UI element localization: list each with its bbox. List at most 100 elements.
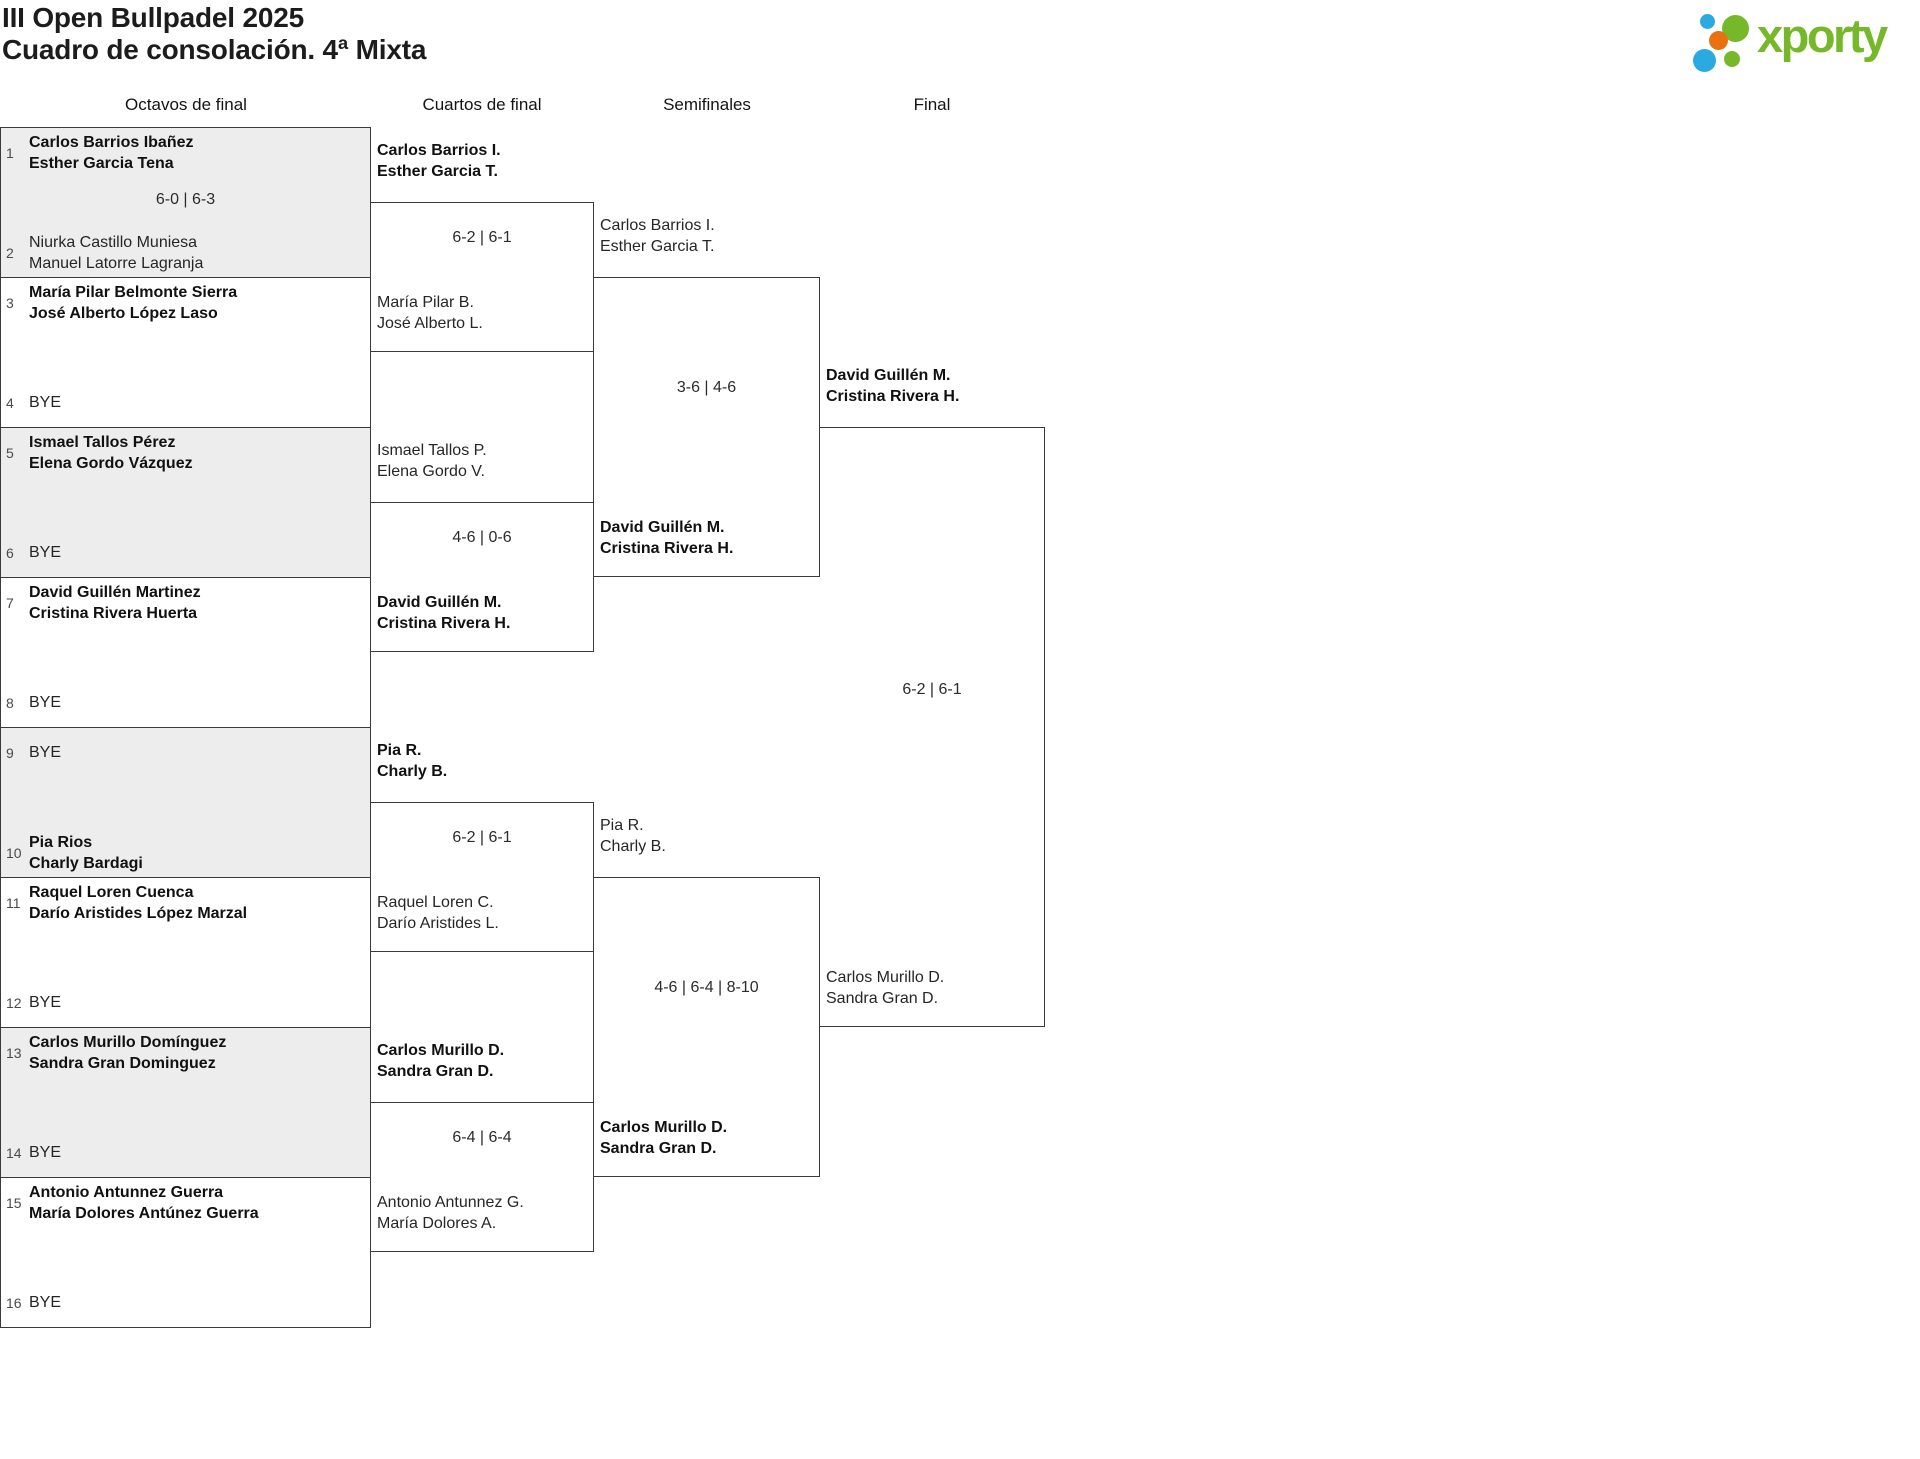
team-name-line: David Guillén M. [377, 594, 502, 611]
team-name-line: Carlos Barrios Ibañez [29, 133, 194, 151]
team-name-line: Sandra Gran D. [826, 990, 939, 1007]
team-names: BYE [29, 1292, 61, 1313]
seed-number: 14 [6, 1144, 22, 1161]
team-names: BYE [29, 742, 61, 763]
seed-number: 5 [6, 444, 14, 461]
seed-number: 8 [6, 694, 14, 711]
team-name-line: BYE [29, 694, 62, 711]
team-name-line: BYE [29, 1294, 62, 1311]
final-match-1-bottom-team-label: Carlos Murillo D.Sandra Gran D. [826, 967, 1038, 1009]
round-header-final: Final [913, 95, 951, 114]
final-match-1-box [819, 427, 1045, 1027]
seed-number: 4 [6, 394, 14, 411]
qf-match-1-top-team-label: Carlos Barrios I. Esther Garcia T. [377, 140, 587, 182]
team-name-line: Carlos Murillo D. [377, 1042, 505, 1059]
seed-number: 10 [6, 844, 22, 861]
team-name-line: Charly Bardagi [29, 854, 143, 872]
team-name-line: Carlos Barrios I. [377, 142, 501, 159]
team-name-line: Carlos Barrios I. [600, 217, 715, 234]
match-score: 6-0 | 6-3 [155, 191, 216, 208]
team-name-line: Pia R. [377, 742, 422, 759]
team-name-line: Cristina Rivera H. [826, 388, 960, 405]
team-name-line: Antonio Antunnez G. [377, 1194, 524, 1211]
team-name-line: Cristina Rivera Huerta [29, 604, 198, 622]
sf-match-2-box [593, 877, 820, 1177]
team-slot: 14 BYE [6, 1131, 366, 1174]
xporty-logo: xporty [1693, 7, 1913, 72]
logo-dot-blue-small-icon [1700, 14, 1715, 29]
match-score: 3-6 | 4-6 [676, 379, 737, 396]
team-name-line: Charly B. [377, 763, 448, 780]
seed-number: 16 [6, 1294, 22, 1311]
team-name-line: Pia R. [600, 817, 644, 834]
seed-number: 13 [6, 1044, 22, 1061]
team-slot: 8 BYE [6, 681, 366, 724]
team-name-line: José Alberto López Laso [29, 304, 218, 322]
logo-dot-green-small-icon [1724, 51, 1740, 67]
team-name-line: Sandra Gran Dominguez [29, 1054, 216, 1072]
qf-match-4-box [370, 1102, 594, 1252]
team-name-line: María Pilar B. [377, 294, 474, 311]
team-names: BYE [29, 992, 61, 1013]
bracket-subtitle: Cuadro de consolación. 4ª Mixta [2, 34, 427, 65]
qf-match-2-box [370, 502, 594, 652]
team-slot: 4 BYE [6, 381, 366, 424]
sf-match-2-bottom-team-label: Carlos Murillo D.Sandra Gran D. [600, 1117, 813, 1159]
match-score: 6-2 | 6-1 [902, 681, 962, 698]
qf-match-2-top-team-label: Ismael Tallos P.Elena Gordo V. [377, 440, 587, 482]
team-name-line: David Guillén M. [600, 519, 725, 536]
logo-dot-orange-icon [1709, 31, 1728, 50]
team-name-line: Ismael Tallos Pérez [29, 433, 176, 451]
team-slot: 12 BYE [6, 981, 366, 1024]
team-names: BYE [29, 542, 61, 563]
seed-number: 7 [6, 594, 14, 611]
seed-number: 1 [6, 144, 14, 161]
team-name-line: David Guillén M. [826, 367, 951, 384]
team-name-line: Sandra Gran D. [377, 1063, 494, 1080]
team-name-line: Esther Garcia T. [377, 163, 498, 180]
team-name-line: Cristina Rivera H. [377, 615, 511, 632]
team-name-line: BYE [29, 394, 62, 411]
match-score: 4-6 | 6-4 | 8-10 [654, 979, 759, 996]
team-name-line: Raquel Loren Cuenca [29, 883, 194, 901]
match-score: 6-2 | 6-1 [452, 829, 512, 846]
team-name-line: Raquel Loren C. [377, 894, 494, 911]
team-name-line: Charly B. [600, 838, 666, 855]
match-score: 4-6 | 0-6 [452, 529, 512, 546]
team-name-line: Sandra Gran D. [600, 1140, 717, 1157]
round-header-semifinales: Semifinales [663, 95, 751, 114]
team-name-line: BYE [29, 1144, 62, 1161]
qf-match-3-top-team-label: Pia R. Charly B. [377, 740, 587, 782]
seed-number: 12 [6, 994, 22, 1011]
team-name-line: Ismael Tallos P. [377, 442, 487, 459]
team-name-line: BYE [29, 744, 62, 761]
team-name-line: Cristina Rivera H. [600, 540, 734, 557]
team-names: BYE [29, 392, 61, 413]
team-names: BYE [29, 1142, 61, 1163]
team-name-line: Niurka Castillo Muniesa [29, 233, 198, 251]
qf-match-3-bottom-team-label: Raquel Loren C.Darío Aristides L. [377, 892, 587, 934]
sf-match-2-top-team-label: Pia R. Charly B. [600, 815, 813, 857]
logo-wordmark: xporty [1757, 9, 1888, 62]
seed-number: 2 [6, 244, 14, 261]
